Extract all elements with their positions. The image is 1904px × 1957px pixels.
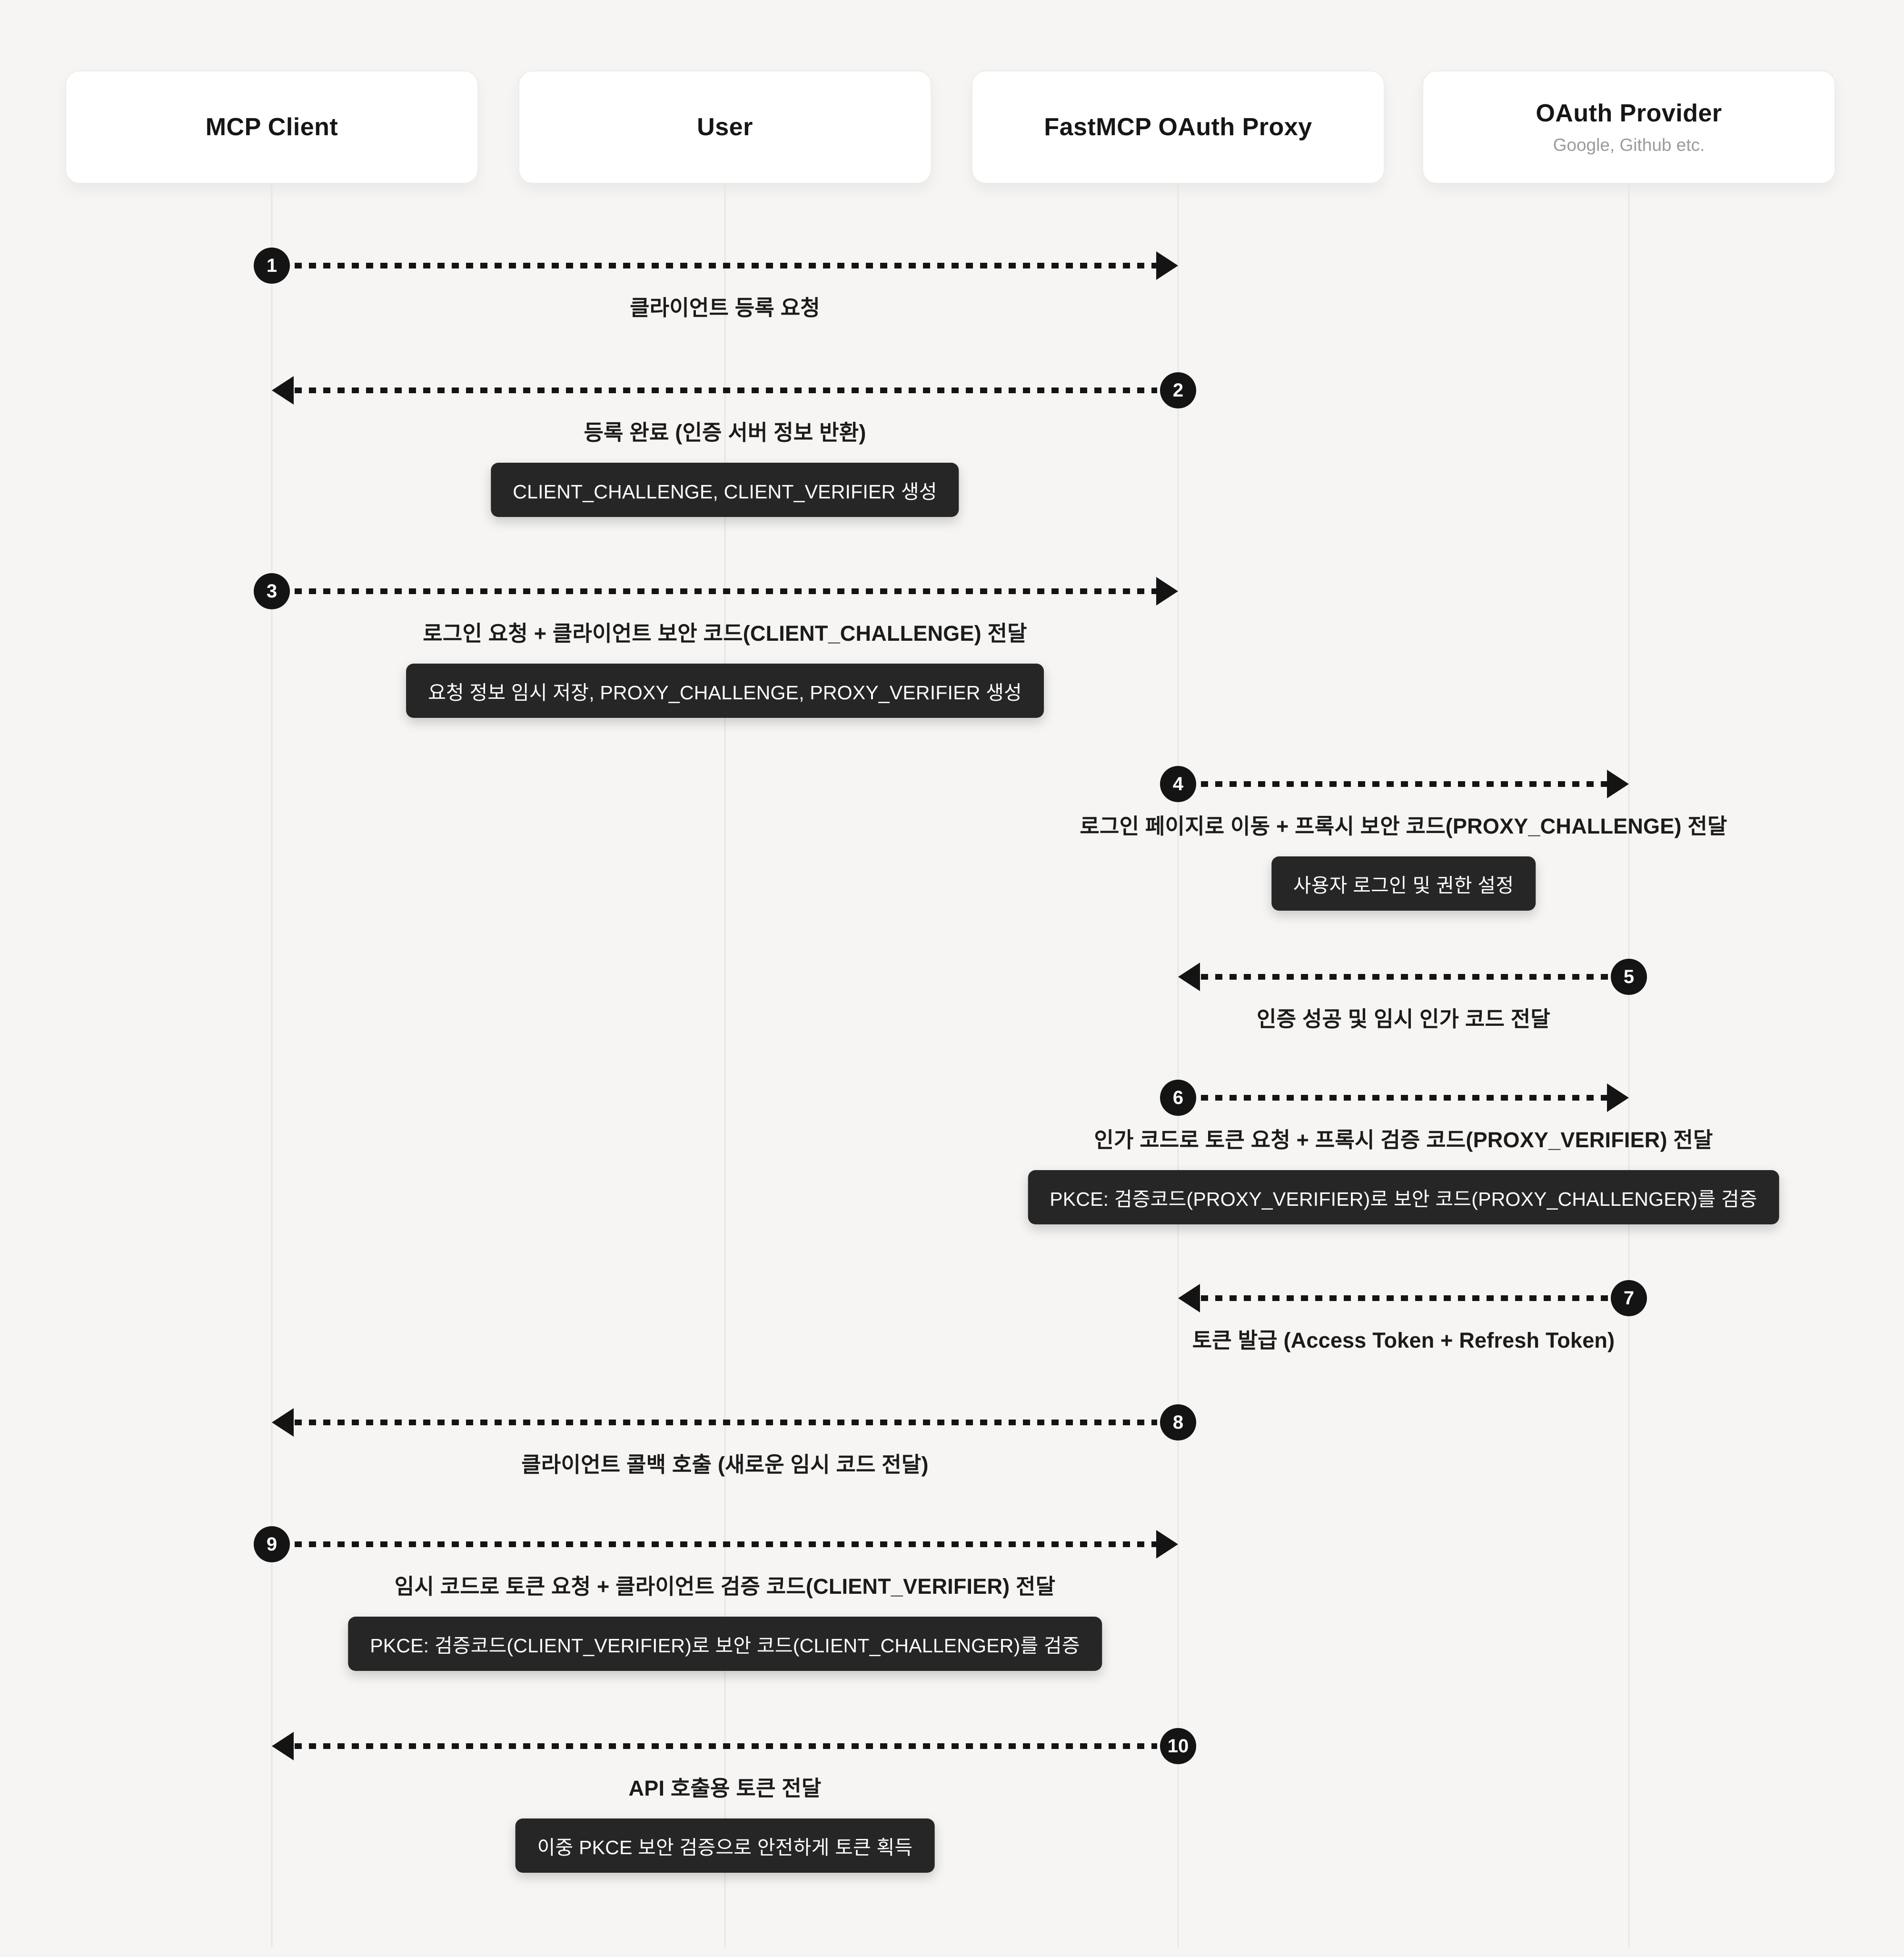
step-number-badge: 9 <box>254 1526 290 1562</box>
message-arrow-line <box>295 1743 1157 1749</box>
participant-title: User <box>697 113 753 141</box>
participant-mcp-client: MCP Client <box>65 70 478 184</box>
arrowhead-icon <box>1156 251 1178 280</box>
step-number-badge: 4 <box>1160 766 1196 802</box>
lifeline-fastmcp-oauth-proxy <box>1177 184 1179 1947</box>
step-number-badge: 10 <box>1160 1728 1196 1764</box>
step-number-badge: 8 <box>1160 1404 1196 1440</box>
step-number-badge: 3 <box>254 573 290 609</box>
participant-title: MCP Client <box>205 113 338 141</box>
participant-user: User <box>518 70 932 184</box>
step-number-badge: 7 <box>1611 1280 1647 1316</box>
message-arrow-line <box>295 588 1157 594</box>
arrowhead-icon <box>272 1408 294 1437</box>
arrowhead-icon <box>272 1732 294 1760</box>
step-number-badge: 5 <box>1611 959 1647 995</box>
message-label: 로그인 페이지로 이동 + 프록시 보안 코드(PROXY_CHALLENGE)… <box>1080 814 1727 838</box>
lifeline-mcp-client <box>271 184 273 1947</box>
message-arrow-line <box>1201 781 1608 787</box>
message-arrow-line <box>1201 974 1608 980</box>
message-arrow-line <box>295 1420 1157 1425</box>
message-note-badge: 요청 정보 임시 저장, PROXY_CHALLENGE, PROXY_VERI… <box>406 664 1044 718</box>
step-number-badge: 6 <box>1160 1080 1196 1116</box>
arrowhead-icon <box>1178 1284 1200 1312</box>
message-label: API 호출용 토큰 전달 <box>628 1776 822 1800</box>
message-note-badge: 이중 PKCE 보안 검증으로 안전하게 토큰 획득 <box>515 1818 935 1873</box>
message-note-badge: PKCE: 검증코드(PROXY_VERIFIER)로 보안 코드(PROXY_… <box>1028 1170 1779 1224</box>
step-number-badge: 1 <box>254 248 290 284</box>
message-label: 임시 코드로 토큰 요청 + 클라이언트 검증 코드(CLIENT_VERIFI… <box>394 1574 1056 1599</box>
participant-title: OAuth Provider <box>1536 99 1722 127</box>
arrowhead-icon <box>1156 577 1178 606</box>
message-label: 클라이언트 콜백 호출 (새로운 임시 코드 전달) <box>521 1452 929 1477</box>
message-arrow-line <box>1201 1095 1608 1101</box>
participant-fastmcp-oauth-proxy: FastMCP OAuth Proxy <box>972 70 1385 184</box>
arrowhead-icon <box>1178 963 1200 991</box>
message-label: 클라이언트 등록 요청 <box>630 296 820 320</box>
participant-title: FastMCP OAuth Proxy <box>1044 113 1312 141</box>
message-arrow-line <box>295 263 1157 268</box>
message-label: 인가 코드로 토큰 요청 + 프록시 검증 코드(PROXY_VERIFIER)… <box>1094 1128 1713 1152</box>
participant-subtitle: Google, Github etc. <box>1553 135 1705 155</box>
message-note-badge: CLIENT_CHALLENGE, CLIENT_VERIFIER 생성 <box>491 463 959 517</box>
participant-oauth-provider: OAuth Provider Google, Github etc. <box>1422 70 1835 184</box>
message-label: 인증 성공 및 임시 인가 코드 전달 <box>1256 1007 1551 1031</box>
message-label: 토큰 발급 (Access Token + Refresh Token) <box>1192 1328 1615 1352</box>
message-label: 등록 완료 (인증 서버 정보 반환) <box>584 420 866 445</box>
arrowhead-icon <box>272 376 294 405</box>
arrowhead-icon <box>1607 770 1629 798</box>
message-arrow-line <box>295 1541 1157 1547</box>
lifeline-user <box>724 184 726 1947</box>
step-number-badge: 2 <box>1160 372 1196 408</box>
lifeline-oauth-provider <box>1628 184 1630 1947</box>
arrowhead-icon <box>1607 1083 1629 1112</box>
message-note-badge: 사용자 로그인 및 권한 설정 <box>1271 856 1536 911</box>
arrowhead-icon <box>1156 1530 1178 1559</box>
message-arrow-line <box>295 387 1157 393</box>
message-label: 로그인 요청 + 클라이언트 보안 코드(CLIENT_CHALLENGE) 전… <box>423 621 1027 646</box>
message-arrow-line <box>1201 1295 1608 1301</box>
message-note-badge: PKCE: 검증코드(CLIENT_VERIFIER)로 보안 코드(CLIEN… <box>348 1617 1102 1671</box>
